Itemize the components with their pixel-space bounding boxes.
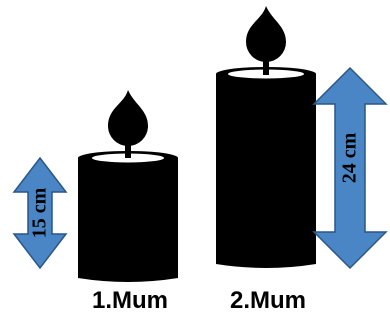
candle-2-wick [263,58,269,75]
double-arrow-icon [12,156,68,270]
height-label-1: 15 cm [29,187,51,238]
candle-2-body [216,74,316,268]
candle-2-name: 2.Mum [230,287,306,314]
height-arrow-2: 24 cm [312,66,388,270]
candle-1 [78,90,178,282]
candle-1-body [78,158,178,282]
height-arrow-1: 15 cm [12,156,68,270]
candle-2-flame [246,6,286,62]
double-arrow-icon [312,66,388,270]
candle-1-flame [108,90,148,146]
candle-2 [216,6,316,268]
height-label-2: 24 cm [339,132,361,183]
candle-1-name: 1.Mum [92,287,168,314]
